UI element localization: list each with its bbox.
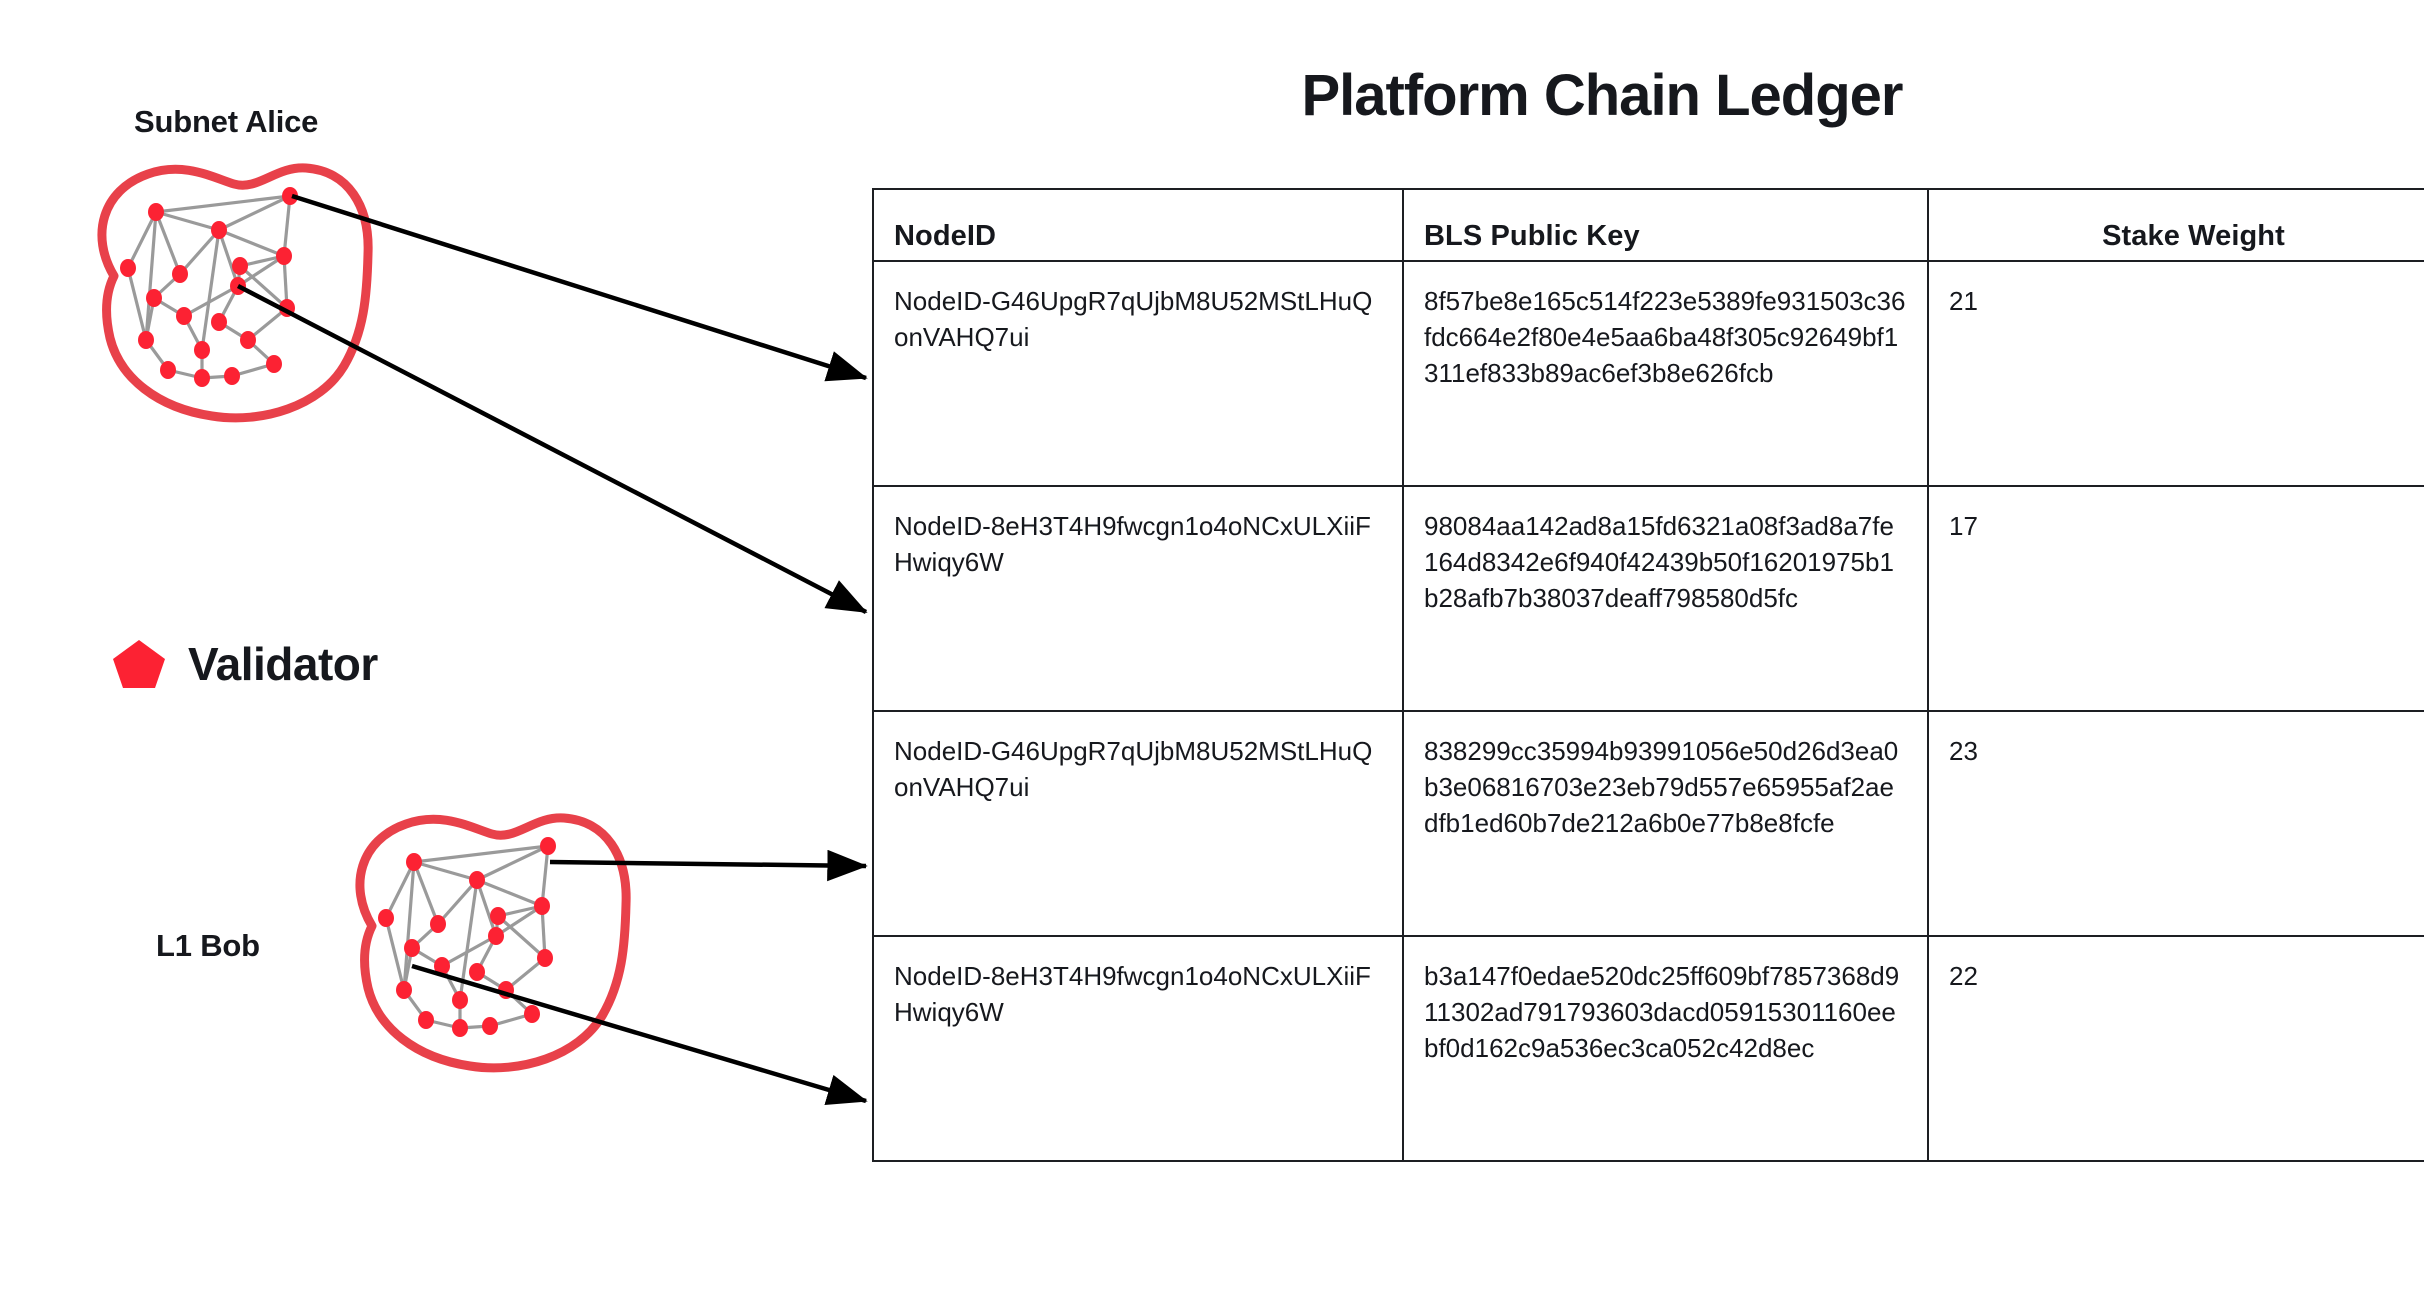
cell-nodeid: NodeID-8eH3T4H9fwcgn1o4oNCxULXiiFHwiqy6W <box>872 485 1404 712</box>
validator-node-dot <box>378 909 394 927</box>
validator-node-dot <box>138 331 154 349</box>
subnet-alice-label: Subnet Alice <box>134 104 319 139</box>
cell-nodeid: NodeID-G46UpgR7qUjbM8U52MStLHuQonVAHQ7ui <box>872 710 1404 937</box>
validator-node-dot <box>498 981 514 999</box>
validator-node-dot <box>240 331 256 349</box>
l1-bob-outline <box>355 813 631 1073</box>
network-diagram-panel: Subnet Alice <box>0 0 872 1294</box>
validator-node-dot <box>434 957 450 975</box>
validator-node-dot <box>211 221 227 239</box>
ledger-panel: Platform Chain Ledger NodeID BLS Public … <box>872 0 2424 1294</box>
validator-node-dot <box>120 259 136 277</box>
validator-node-dot <box>279 299 295 317</box>
validator-node-dot <box>276 247 292 265</box>
subnet-alice-network[interactable] <box>62 150 402 450</box>
legend-label: Validator <box>188 638 378 690</box>
table-row[interactable]: NodeID-G46UpgR7qUjbM8U52MStLHuQonVAHQ7ui… <box>872 260 2424 487</box>
validator-node-dot <box>452 991 468 1009</box>
cell-stake-weight: 23 <box>1927 710 2424 937</box>
page-title: Platform Chain Ledger <box>1301 63 1904 128</box>
validator-node-dot <box>172 265 188 283</box>
validator-node-dot <box>469 963 485 981</box>
cell-bls-public-key: b3a147f0edae520dc25ff609bf7857368d911302… <box>1402 935 1929 1162</box>
validator-node-dot <box>490 907 506 925</box>
cell-stake-weight: 21 <box>1927 260 2424 487</box>
cell-stake-weight: 17 <box>1927 485 2424 712</box>
platform-chain-ledger-table: NodeID BLS Public Key Stake Weight NodeI… <box>872 188 2424 1162</box>
table-row[interactable]: NodeID-G46UpgR7qUjbM8U52MStLHuQonVAHQ7ui… <box>872 710 2424 937</box>
validator-node-dot <box>194 341 210 359</box>
validator-node-dot <box>211 313 227 331</box>
validator-node-dot <box>224 367 240 385</box>
validator-node-dot <box>452 1019 468 1037</box>
validator-node-dot <box>469 871 485 889</box>
validator-node-dot <box>537 949 553 967</box>
validator-node-dot <box>406 853 422 871</box>
validator-node-dot <box>418 1011 434 1029</box>
cell-bls-public-key: 8f57be8e165c514f223e5389fe931503c36fdc66… <box>1402 260 1929 487</box>
l1-bob-validator-nodes <box>378 837 556 1037</box>
validator-node-dot <box>232 257 248 275</box>
legend: Validator <box>112 638 378 690</box>
cell-bls-public-key: 98084aa142ad8a15fd6321a08f3ad8a7fe164d83… <box>1402 485 1929 712</box>
validator-node-dot <box>230 277 246 295</box>
validator-node-dot <box>524 1005 540 1023</box>
cell-nodeid: NodeID-G46UpgR7qUjbM8U52MStLHuQonVAHQ7ui <box>872 260 1404 487</box>
cell-nodeid: NodeID-8eH3T4H9fwcgn1o4oNCxULXiiFHwiqy6W <box>872 935 1404 1162</box>
validator-node-dot <box>396 981 412 999</box>
validator-node-dot <box>266 355 282 373</box>
validator-node-dot <box>404 939 420 957</box>
table-header-row: NodeID BLS Public Key Stake Weight <box>872 188 2424 262</box>
validator-node-dot <box>146 289 162 307</box>
table-row[interactable]: NodeID-8eH3T4H9fwcgn1o4oNCxULXiiFHwiqy6W… <box>872 935 2424 1162</box>
validator-node-dot <box>430 915 446 933</box>
pentagon-icon <box>113 640 165 688</box>
validator-node-dot <box>282 187 298 205</box>
cell-stake-weight: 22 <box>1927 935 2424 1162</box>
column-header-bls-public-key: BLS Public Key <box>1402 188 1929 262</box>
validator-node-dot <box>488 927 504 945</box>
validator-node-dot <box>534 897 550 915</box>
validator-node-dot <box>160 361 176 379</box>
subnet-alice-validator-nodes <box>120 187 298 387</box>
column-header-nodeid: NodeID <box>872 188 1404 262</box>
l1-bob-network[interactable] <box>320 800 660 1100</box>
validator-node-dot <box>148 203 164 221</box>
cell-bls-public-key: 838299cc35994b93991056e50d26d3ea0b3e0681… <box>1402 710 1929 937</box>
validator-node-dot <box>194 369 210 387</box>
l1-bob-label: L1 Bob <box>156 928 260 963</box>
column-header-stake-weight: Stake Weight <box>1927 188 2424 262</box>
validator-node-dot <box>540 837 556 855</box>
validator-node-dot <box>176 307 192 325</box>
table-row[interactable]: NodeID-8eH3T4H9fwcgn1o4oNCxULXiiFHwiqy6W… <box>872 485 2424 712</box>
validator-node-dot <box>482 1017 498 1035</box>
